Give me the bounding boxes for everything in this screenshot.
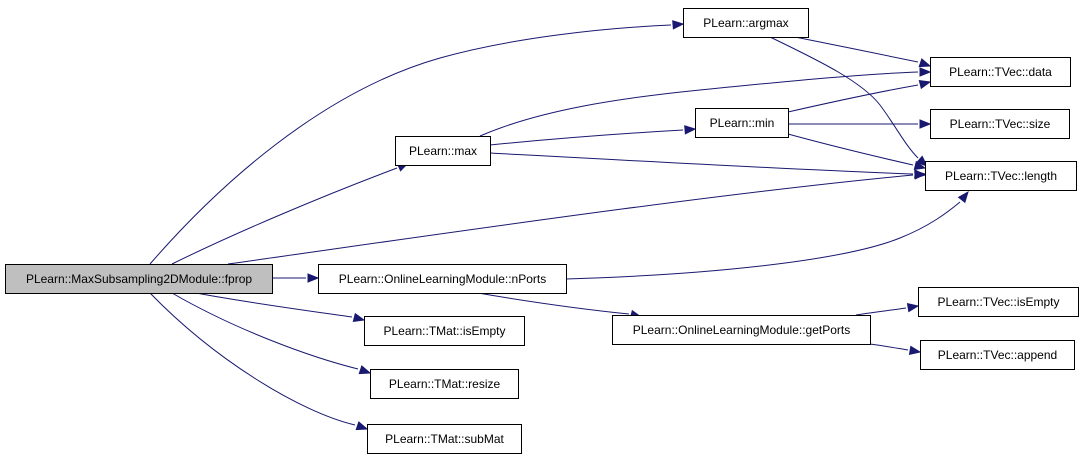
node-label: PLearn::OnlineLearningModule::getPorts: [633, 323, 850, 337]
arrowhead-icon: [906, 303, 920, 313]
edge-line: [195, 292, 353, 318]
edge-fprop-to-tmat_resize: [171, 292, 372, 375]
node-tmat-resize[interactable]: PLearn::TMat::resize: [370, 369, 519, 399]
node-label: PLearn::TVec::isEmpty: [937, 295, 1059, 309]
node-label: PLearn::TMat::isEmpty: [383, 324, 505, 338]
edge-max-to-tvec_length: [489, 152, 927, 179]
node-box: [925, 161, 1077, 191]
node-label: PLearn::max: [409, 144, 477, 158]
edge-line: [787, 84, 919, 113]
arrowhead-icon: [307, 273, 320, 283]
edge-line: [171, 167, 398, 265]
node-label: PLearn::TVec::data: [949, 65, 1052, 79]
node-label: PLearn::OnlineLearningModule::nPorts: [339, 272, 546, 286]
edge-argmax-to-tvec_length: [769, 36, 929, 167]
arrowhead-icon: [355, 421, 369, 431]
edge-nports-to-tvec_length: [565, 190, 969, 280]
arrowhead-icon: [957, 190, 969, 204]
edge-fprop-to-tmat_submat: [149, 292, 369, 431]
edge-line: [794, 36, 919, 63]
node-box: [364, 316, 525, 346]
edge-min-to-tvec_length: [787, 133, 927, 171]
arrowhead-icon: [918, 58, 932, 68]
node-label: PLearn::TVec::append: [938, 348, 1057, 362]
edge-fprop-to-argmax: [149, 20, 685, 265]
arrowhead-icon: [684, 125, 697, 135]
node-fprop[interactable]: PLearn::MaxSubsampling2DModule::fprop: [5, 264, 273, 294]
arrowhead-icon: [919, 67, 932, 77]
edge-line: [787, 133, 914, 166]
node-label: PLearn::min: [710, 116, 775, 130]
call-graph-nodes: PLearn::MaxSubsampling2DModule::fpropPLe…: [5, 8, 1079, 454]
node-box: [318, 264, 567, 294]
edge-fprop-to-nports: [272, 273, 320, 283]
node-box: [930, 109, 1070, 139]
edge-argmax-to-tvec_data: [794, 36, 932, 68]
node-label: PLearn::TVec::length: [945, 169, 1057, 183]
node-box: [920, 340, 1075, 370]
arrowhead-icon: [918, 79, 932, 90]
edge-max-to-tvec_data: [479, 67, 932, 137]
edge-line: [227, 174, 914, 265]
edge-line: [489, 129, 684, 146]
call-graph-edges: [149, 20, 969, 431]
node-box: [5, 264, 273, 294]
node-label: PLearn::TMat::subMat: [385, 432, 504, 446]
edge-line: [149, 24, 672, 265]
node-label: PLearn::TVec::size: [950, 117, 1051, 131]
edge-line: [479, 71, 919, 137]
edge-max-to-min: [489, 125, 697, 146]
node-box: [918, 287, 1079, 317]
node-getports[interactable]: PLearn::OnlineLearningModule::getPorts: [612, 315, 871, 345]
edge-fprop-to-tmat_isempty: [195, 292, 366, 323]
node-box: [367, 424, 522, 454]
edge-getports-to-tvec_isempty: [855, 303, 920, 316]
arrowhead-icon: [358, 365, 372, 375]
edge-line: [489, 152, 914, 175]
edge-nports-to-getports: [477, 292, 643, 320]
node-box: [370, 369, 519, 399]
node-tmat-submat[interactable]: PLearn::TMat::subMat: [367, 424, 522, 454]
edge-min-to-tvec_data: [787, 79, 932, 113]
node-label: PLearn::TMat::resize: [389, 377, 501, 391]
arrowhead-icon: [919, 119, 932, 129]
node-box: [695, 108, 789, 138]
node-label: PLearn::argmax: [703, 16, 788, 30]
node-min[interactable]: PLearn::min: [695, 108, 789, 138]
arrowhead-icon: [908, 345, 922, 355]
edge-min-to-tvec_size: [788, 119, 932, 129]
edge-fprop-to-tvec_length: [227, 170, 927, 265]
edge-fprop-to-max: [171, 162, 410, 265]
arrowhead-icon: [672, 20, 685, 30]
node-tvec-isempty[interactable]: PLearn::TVec::isEmpty: [918, 287, 1079, 317]
node-box: [683, 8, 809, 38]
edge-line: [869, 343, 909, 351]
node-tvec-append[interactable]: PLearn::TVec::append: [920, 340, 1075, 370]
node-box: [612, 315, 871, 345]
edge-line: [769, 36, 919, 159]
node-max[interactable]: PLearn::max: [395, 136, 491, 166]
node-label: PLearn::MaxSubsampling2DModule::fprop: [26, 272, 252, 286]
node-tvec-size[interactable]: PLearn::TVec::size: [930, 109, 1070, 139]
edge-line: [855, 307, 907, 316]
arrowhead-icon: [914, 169, 927, 179]
node-box: [930, 57, 1071, 87]
edge-line: [565, 201, 961, 280]
node-tmat-isempty[interactable]: PLearn::TMat::isEmpty: [364, 316, 525, 346]
node-argmax[interactable]: PLearn::argmax: [683, 8, 809, 38]
node-box: [395, 136, 491, 166]
arrowhead-icon: [916, 155, 929, 167]
node-tvec-data[interactable]: PLearn::TVec::data: [930, 57, 1071, 87]
edge-line: [149, 292, 356, 426]
edge-line: [171, 292, 359, 370]
node-nports[interactable]: PLearn::OnlineLearningModule::nPorts: [318, 264, 567, 294]
node-tvec-length[interactable]: PLearn::TVec::length: [925, 161, 1077, 191]
arrowhead-icon: [352, 312, 366, 323]
arrowhead-icon: [913, 160, 927, 171]
edge-line: [477, 292, 630, 315]
edge-getports-to-tvec_append: [869, 343, 922, 355]
